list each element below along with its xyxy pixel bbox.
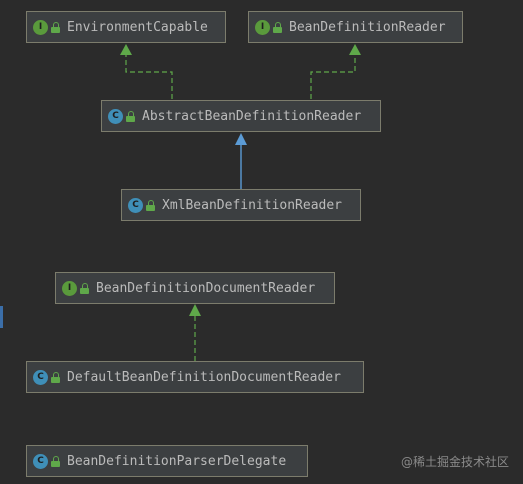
edge-abstract-to-environment-capable [125,54,173,99]
node-xml-bean-definition-reader[interactable]: C XmlBeanDefinitionReader [121,189,361,221]
lock-icon [273,21,282,33]
node-bean-definition-parser-delegate[interactable]: C BeanDefinitionParserDelegate [26,445,308,477]
node-bean-definition-document-reader[interactable]: I BeanDefinitionDocumentReader [55,272,335,304]
class-icon: C [33,369,48,385]
edge-arrowhead [189,304,201,316]
class-icon: C [128,197,143,213]
interface-icon: I [33,19,48,35]
node-label: BeanDefinitionParserDelegate [67,453,287,469]
node-label: DefaultBeanDefinitionDocumentReader [67,369,341,385]
node-environment-capable[interactable]: I EnvironmentCapable [26,11,226,43]
left-edge-marker [0,306,3,328]
lock-icon [51,455,60,467]
node-label: AbstractBeanDefinitionReader [142,108,362,124]
interface-icon: I [255,19,270,35]
lock-icon [126,110,135,122]
edge-arrowhead [235,133,247,145]
class-icon: C [33,453,48,469]
edge-arrowhead [120,44,132,55]
lock-icon [146,199,155,211]
lock-icon [51,371,60,383]
lock-icon [80,282,89,294]
interface-icon: I [62,280,77,296]
class-icon: C [108,108,123,124]
node-label: EnvironmentCapable [67,19,208,35]
node-default-bean-definition-document-reader[interactable]: C DefaultBeanDefinitionDocumentReader [26,361,364,393]
lock-icon [51,21,60,33]
edge-abstract-to-bean-definition-reader [310,54,356,99]
node-abstract-bean-definition-reader[interactable]: C AbstractBeanDefinitionReader [101,100,381,132]
node-label: BeanDefinitionDocumentReader [96,280,316,296]
node-label: XmlBeanDefinitionReader [162,197,343,213]
node-label: BeanDefinitionReader [289,19,446,35]
node-bean-definition-reader[interactable]: I BeanDefinitionReader [248,11,463,43]
watermark: @稀土掘金技术社区 [400,455,509,469]
edge-arrowhead [349,44,361,55]
